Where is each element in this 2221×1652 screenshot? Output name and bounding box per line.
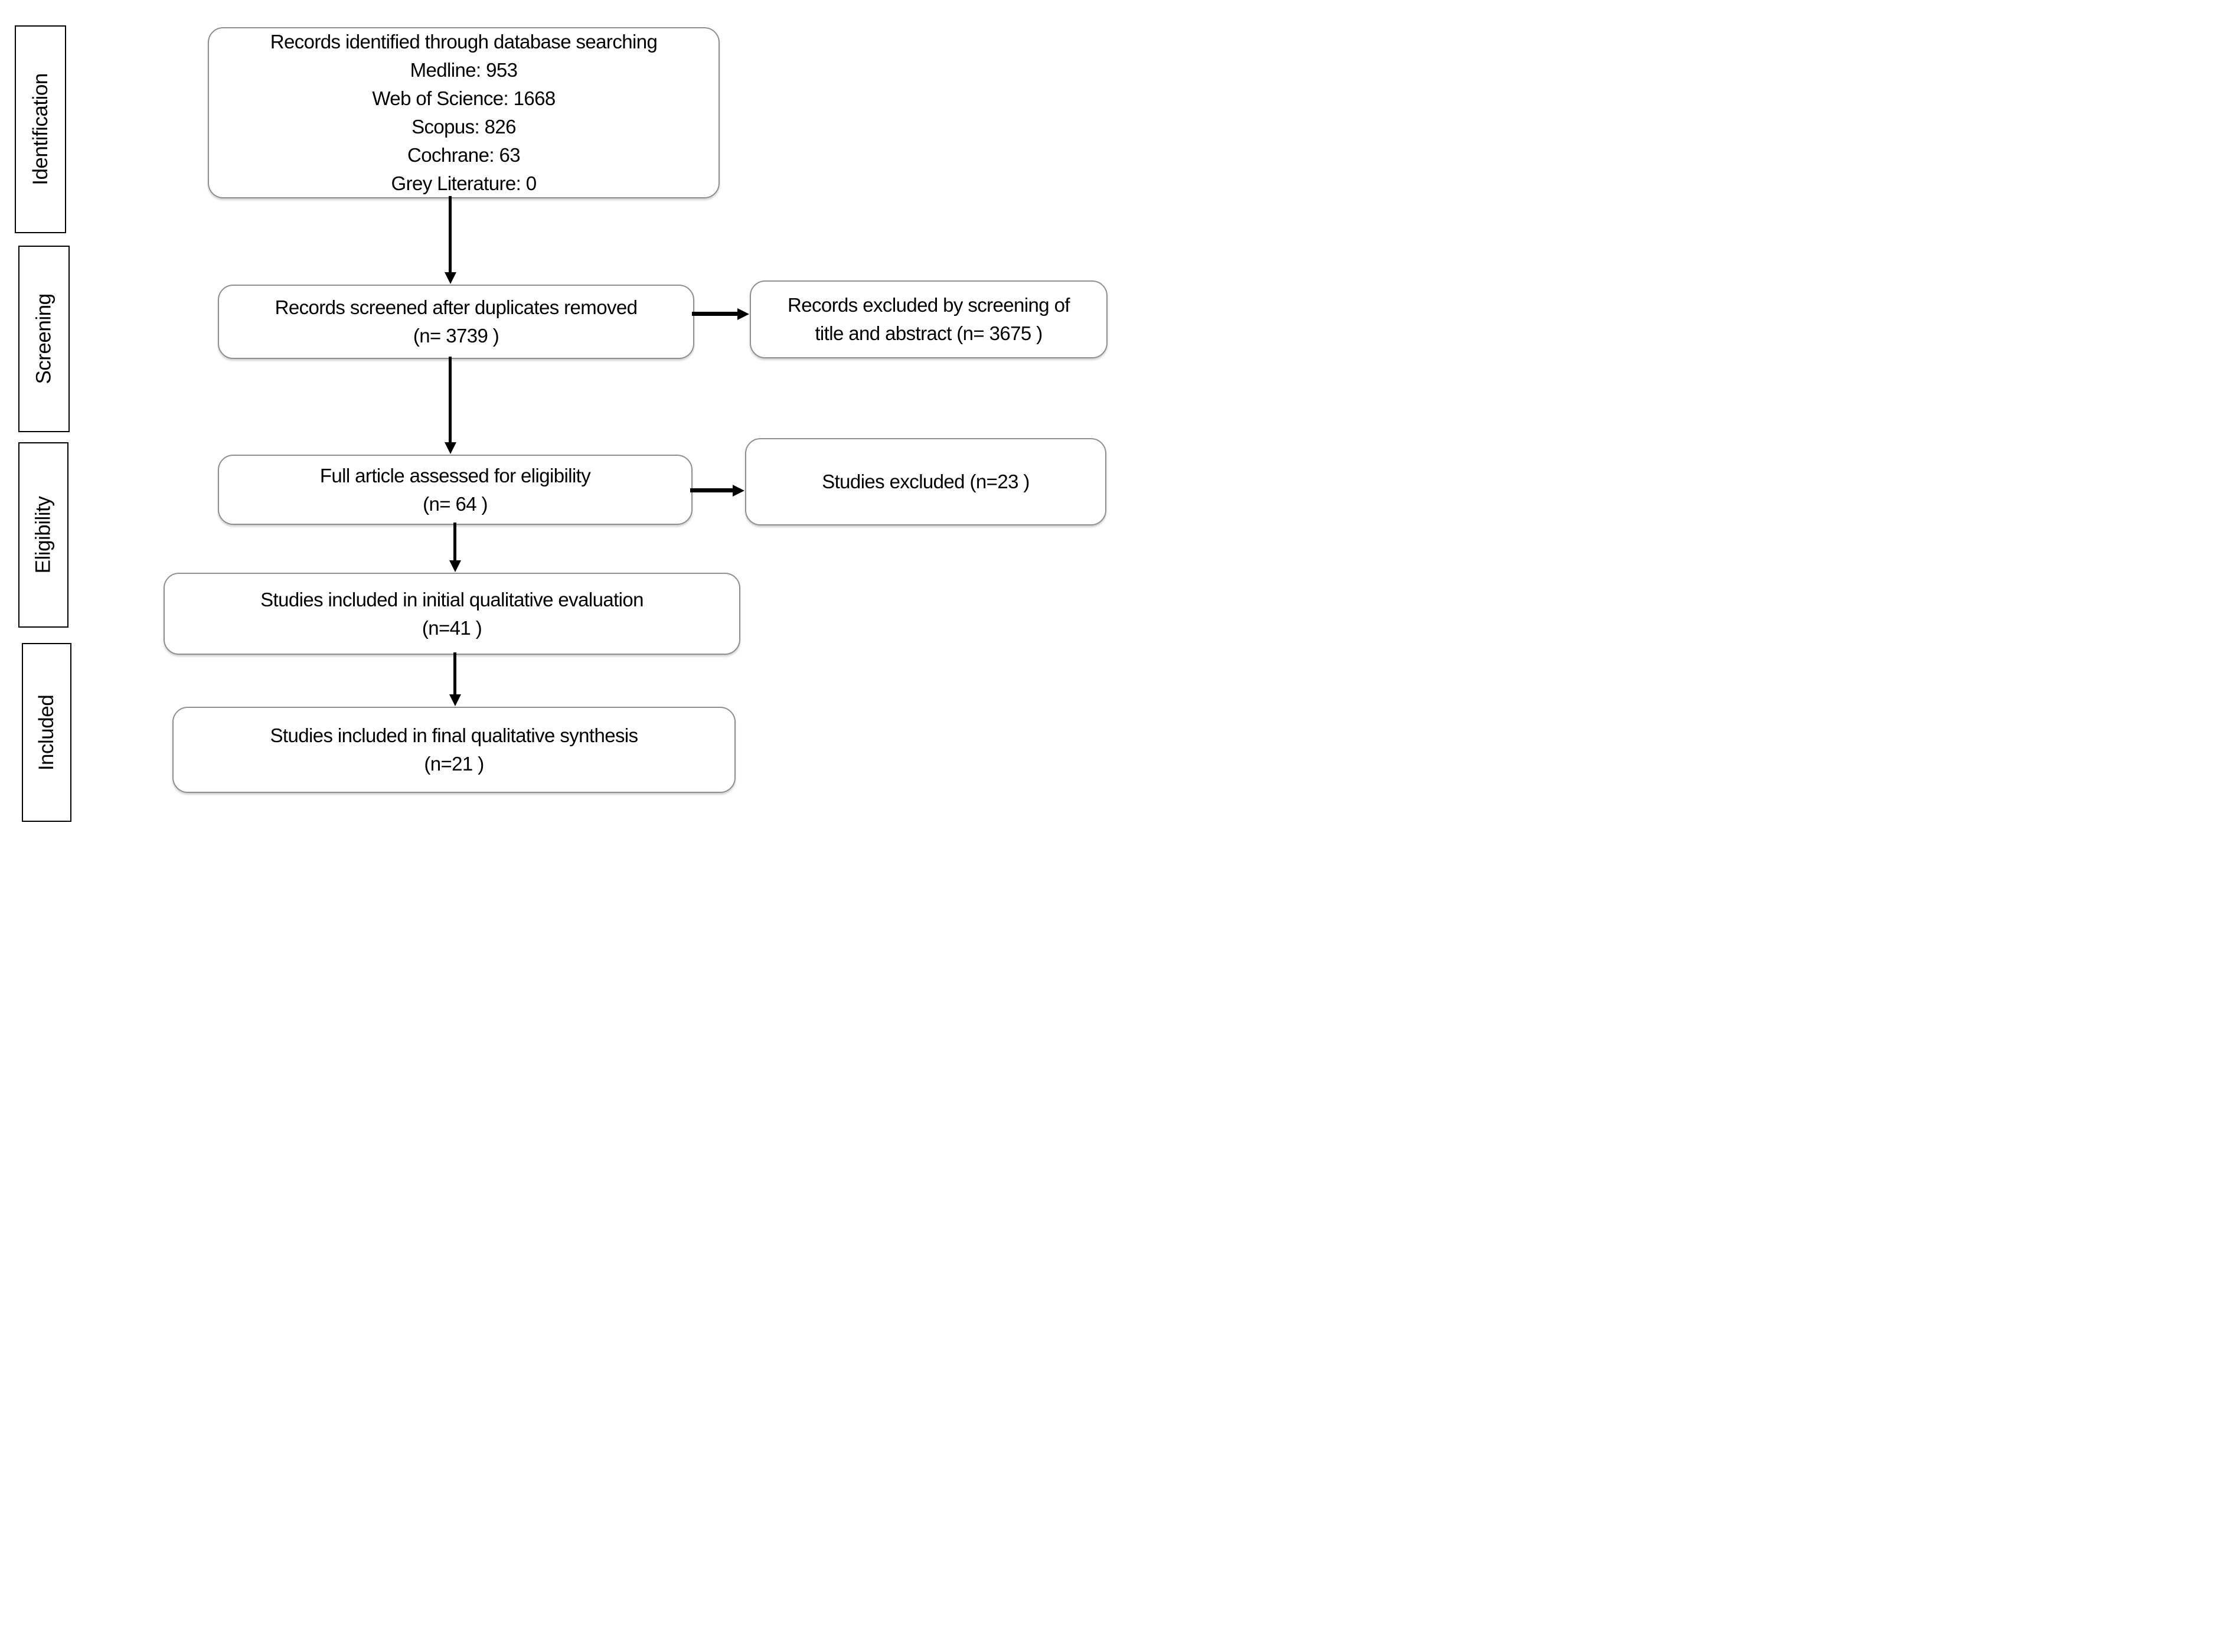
stage-box-eligibility: Eligibility — [18, 442, 68, 628]
box-full-article-assessed-title: Full article assessed for eligibility — [319, 464, 591, 487]
box-records-identified-medline: Medline: 953 — [410, 59, 518, 81]
box-full-article-assessed: Full article assessed for eligibility (n… — [218, 455, 693, 525]
box-studies-excluded-text: Studies excluded (n=23 ) — [822, 471, 1030, 493]
arrow-full-article-to-studies-excluded — [690, 488, 733, 492]
box-final-qualitative: Studies included in final qualitative sy… — [172, 707, 736, 793]
box-records-identified: Records identified through database sear… — [208, 27, 720, 198]
arrow-screened-to-excluded — [692, 312, 738, 316]
box-records-excluded: Records excluded by screening of title a… — [750, 280, 1108, 358]
box-initial-qualitative-count: (n=41 ) — [422, 616, 482, 639]
stage-label-eligibility: Eligibility — [31, 496, 55, 574]
prisma-flow-diagram: Identification Screening Eligibility Inc… — [0, 0, 1110, 826]
box-records-identified-title: Records identified through database sear… — [270, 31, 658, 53]
box-records-screened-title: Records screened after duplicates remove… — [275, 296, 638, 319]
box-final-qualitative-count: (n=21 ) — [424, 753, 484, 775]
box-initial-qualitative: Studies included in initial qualitative … — [164, 573, 740, 655]
box-records-identified-scopus: Scopus: 826 — [411, 116, 516, 138]
box-records-excluded-line1: Records excluded by screening of — [788, 294, 1070, 316]
box-studies-excluded: Studies excluded (n=23 ) — [745, 438, 1106, 525]
box-records-identified-grey-literature: Grey Literature: 0 — [391, 172, 537, 194]
stage-label-included: Included — [35, 694, 58, 771]
stage-box-included: Included — [22, 643, 71, 822]
box-records-screened: Records screened after duplicates remove… — [218, 285, 694, 359]
arrow-screened-to-full-article — [449, 357, 452, 443]
arrow-initial-to-final — [453, 652, 456, 695]
box-records-identified-web-of-science: Web of Science: 1668 — [372, 87, 556, 110]
box-full-article-assessed-count: (n= 64 ) — [423, 492, 488, 515]
arrow-identified-to-screened — [449, 196, 452, 273]
box-final-qualitative-title: Studies included in final qualitative sy… — [270, 724, 638, 747]
stage-box-screening: Screening — [18, 246, 70, 432]
arrow-full-article-to-initial — [453, 523, 456, 561]
box-initial-qualitative-title: Studies included in initial qualitative … — [260, 588, 644, 610]
box-records-identified-cochrane: Cochrane: 63 — [407, 143, 521, 166]
box-records-screened-count: (n= 3739 ) — [413, 325, 499, 347]
box-records-excluded-line2: title and abstract (n= 3675 ) — [815, 322, 1043, 344]
stage-label-screening: Screening — [32, 293, 55, 384]
stage-label-identification: Identification — [28, 73, 52, 185]
stage-box-identification: Identification — [15, 25, 66, 233]
